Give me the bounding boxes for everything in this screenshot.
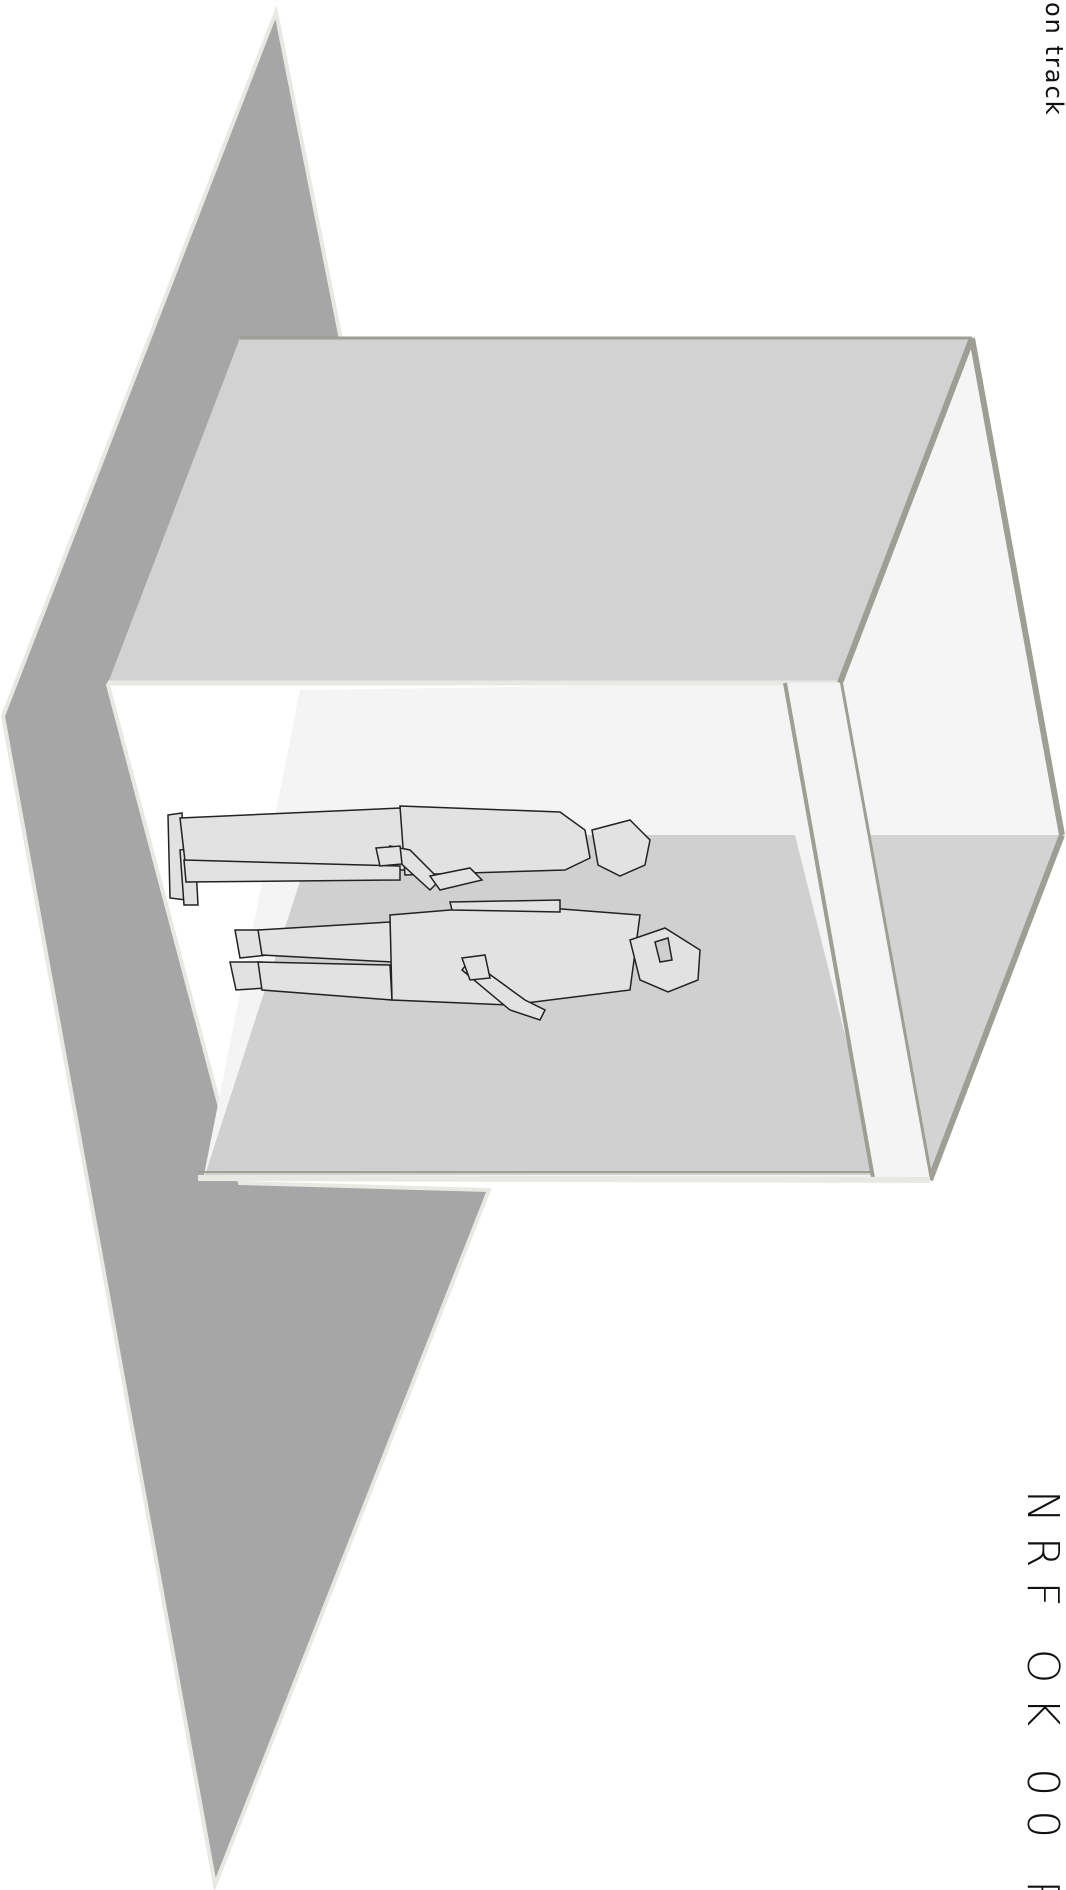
corner-caption: on track	[1040, 2, 1066, 117]
figure-standing-left	[167, 805, 651, 906]
figure-standing-right	[229, 899, 701, 1021]
bottom-caption: NRF OK 00 P	[1017, 1490, 1066, 1890]
booth-box	[108, 336, 1065, 1183]
